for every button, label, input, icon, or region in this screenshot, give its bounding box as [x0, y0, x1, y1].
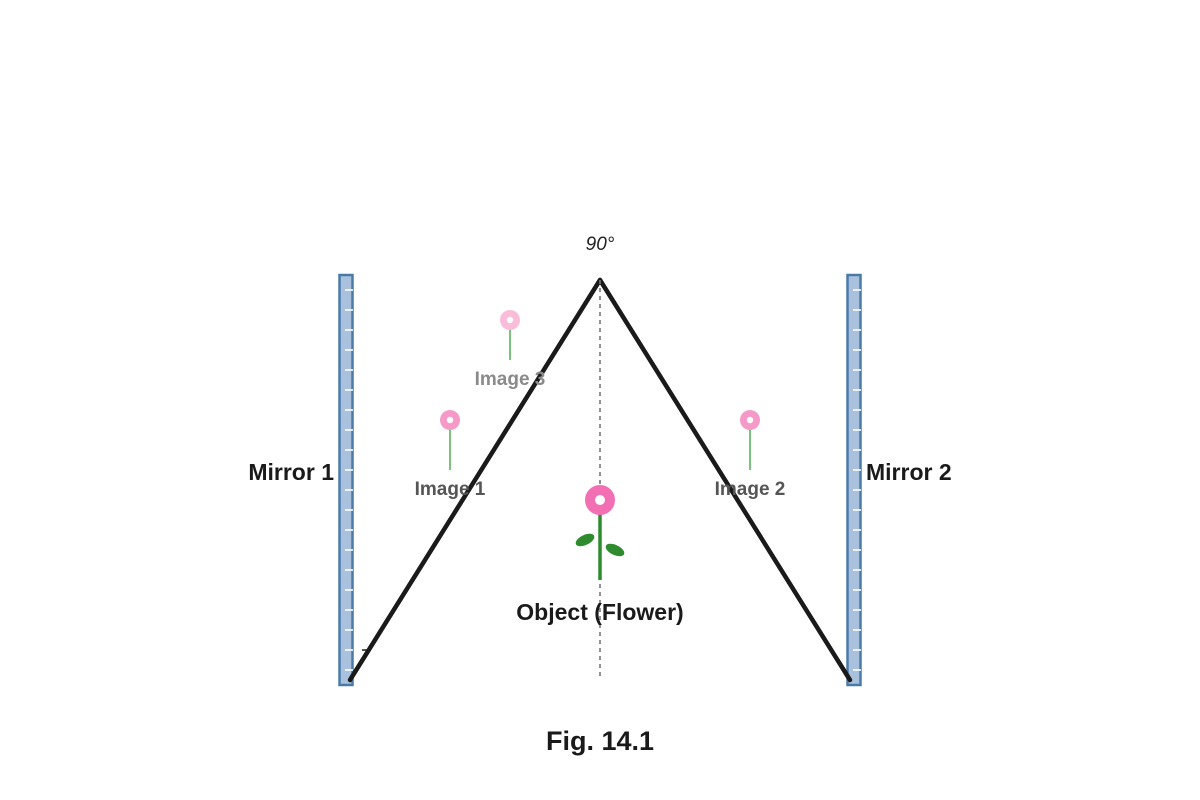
mirror-1-ticks — [345, 289, 353, 671]
image-1-center — [446, 416, 454, 424]
image-3-center — [506, 316, 514, 324]
angle-label: 90° — [586, 234, 615, 255]
image-2-center — [746, 416, 754, 424]
right-inclined-line — [597, 277, 853, 683]
mirror-2-ticks — [853, 289, 861, 671]
object-center — [595, 495, 605, 505]
image-3-flower — [500, 310, 520, 360]
image-3-label: Image 3 — [475, 369, 546, 390]
mirror-1-body — [338, 273, 354, 687]
mirror-2-label: Mirror 2 — [866, 459, 952, 485]
figure-caption: Fig. 14.1 — [546, 726, 654, 756]
image-2-flower — [740, 410, 760, 470]
object-label: Object (Flower) — [516, 599, 683, 625]
object-flower — [575, 485, 625, 580]
mirror-1 — [338, 273, 354, 687]
image-1-label: Image 1 — [415, 479, 486, 500]
image-2-label: Image 2 — [715, 479, 786, 500]
mirror-1-label: Mirror 1 — [248, 459, 334, 485]
object-leaf-right — [605, 543, 625, 557]
mirror-2 — [846, 273, 862, 687]
image-1-flower — [440, 410, 460, 470]
left-inclined-line — [347, 277, 603, 683]
object-leaf-left — [575, 533, 595, 547]
mirror-2-body — [846, 273, 862, 687]
